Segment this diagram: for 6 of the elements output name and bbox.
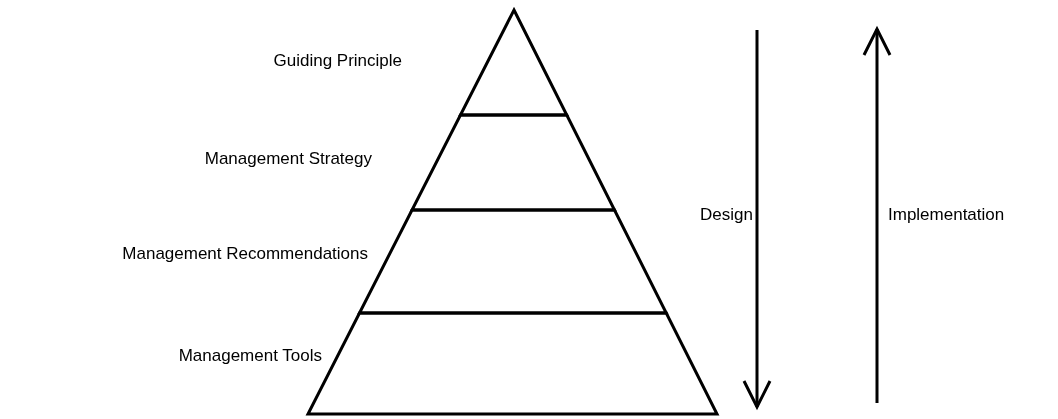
arrow-label: Design	[700, 205, 753, 225]
tier-label: Management Strategy	[204, 149, 372, 169]
tier-label: Management Tools	[178, 346, 322, 366]
tier-label: Guiding Principle	[273, 51, 402, 71]
tier-label: Management Recommendations	[122, 244, 368, 264]
arrow-label: Implementation	[888, 205, 1005, 225]
